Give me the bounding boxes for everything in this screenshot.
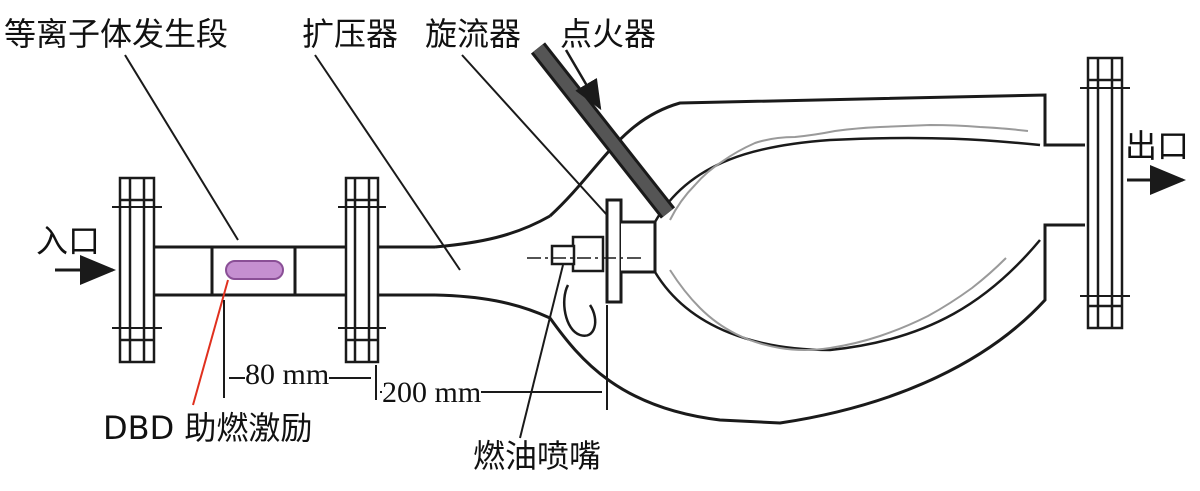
igniter (530, 42, 676, 219)
flame-tube (653, 136, 1041, 352)
dimension-80mm: 80 mm (245, 358, 330, 391)
middle-flange (338, 176, 386, 364)
inlet-label: 入口 (36, 222, 101, 260)
inlet-pipe (150, 245, 435, 297)
dbd-label: DBD 助燃激励 (103, 409, 313, 447)
plasma-section-label: 等离子体发生段 (4, 15, 229, 53)
igniter-label: 点火器 (560, 15, 657, 53)
diffuser (434, 214, 551, 320)
diffuser-label: 扩压器 (302, 15, 399, 53)
dimension-200mm: 200 mm (382, 376, 482, 409)
swirler-label: 旋流器 (425, 15, 522, 53)
outlet-label: 出口 (1125, 127, 1190, 165)
dbd-electrode (225, 260, 284, 280)
combustor-casing (548, 93, 1085, 425)
fuel-nozzle (550, 235, 605, 337)
inlet-flange (112, 176, 162, 364)
fuel-nozzle-label: 燃油喷嘴 (473, 437, 602, 475)
flame (669, 123, 1029, 351)
swirler (605, 198, 657, 304)
dbd-leader (192, 279, 229, 406)
leader-lines (124, 54, 608, 439)
outlet-flange (1080, 56, 1130, 330)
